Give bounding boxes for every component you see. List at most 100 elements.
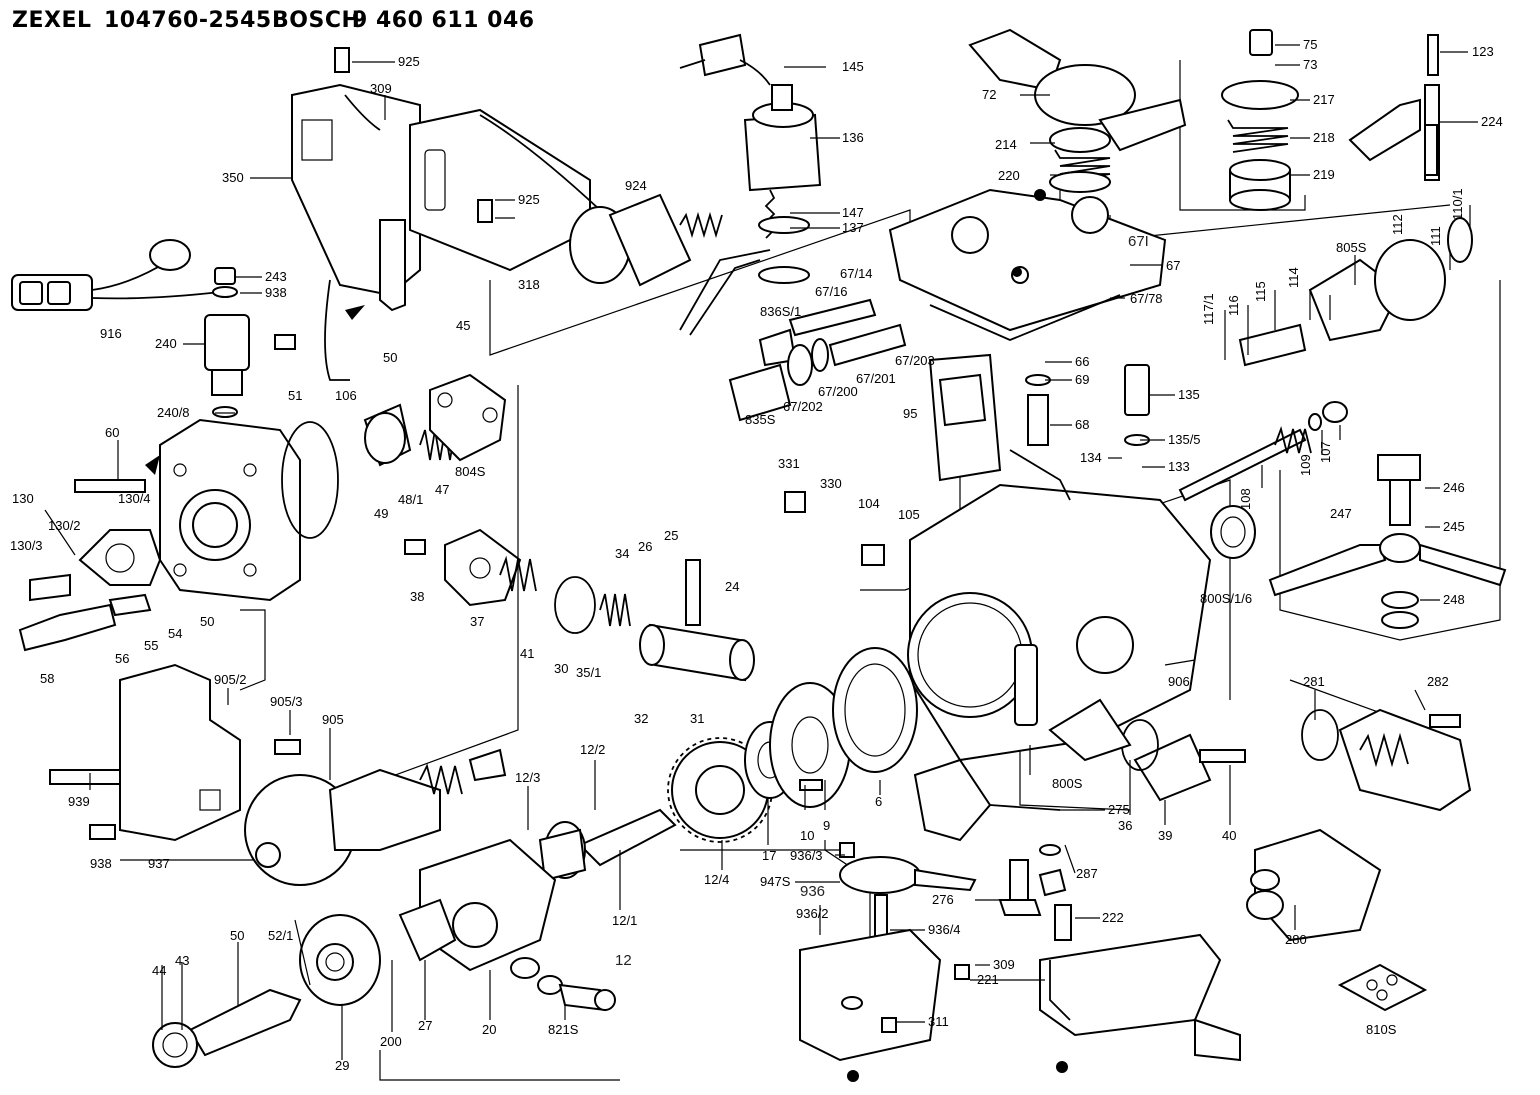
bracket-937 xyxy=(119,663,241,842)
plate-39 xyxy=(1121,719,1212,802)
callout-75: 75 xyxy=(1303,37,1317,52)
timer-piston-31 xyxy=(599,559,755,682)
callout-137: 137 xyxy=(842,220,864,235)
callout-41: 41 xyxy=(520,646,534,661)
callout-50-b: 50 xyxy=(200,614,214,629)
hydraulic-head xyxy=(159,418,339,602)
plate-9 xyxy=(769,682,851,808)
governor-905 xyxy=(244,748,507,886)
drive-shaft-12-1 xyxy=(538,808,677,882)
callout-800s: 800S xyxy=(1052,776,1083,791)
callout-38: 38 xyxy=(410,589,424,604)
valve-95 xyxy=(928,353,1002,482)
callout-72: 72 xyxy=(982,87,996,102)
callout-331: 331 xyxy=(778,456,800,471)
callout-350: 350 xyxy=(222,170,244,185)
header-zexel-number: 104760-2545 xyxy=(104,8,272,33)
levers-137 xyxy=(679,249,771,336)
callout-937: 937 xyxy=(148,856,170,871)
bracket-275 xyxy=(913,758,1061,842)
callout-936-3: 936/3 xyxy=(790,848,823,863)
callout-35-1: 35/1 xyxy=(576,665,601,680)
spring-804s xyxy=(419,373,507,462)
callout-936-2: 936/2 xyxy=(796,906,829,921)
callout-318: 318 xyxy=(518,277,540,292)
leader-lines xyxy=(44,44,1478,1060)
callout-49: 49 xyxy=(374,506,388,521)
callout-67-16: 67/16 xyxy=(815,284,848,299)
callout-218: 218 xyxy=(1313,130,1335,145)
misc-fasteners xyxy=(49,47,1461,1033)
callout-111: 111 xyxy=(1428,226,1443,246)
callout-54: 54 xyxy=(168,626,182,641)
callout-134: 134 xyxy=(1080,450,1102,465)
callout-287: 287 xyxy=(1076,866,1098,881)
callout-47: 47 xyxy=(435,482,449,497)
callout-106: 106 xyxy=(335,388,357,403)
callout-117-1: 117/1 xyxy=(1201,293,1216,325)
callout-240: 240 xyxy=(155,336,177,351)
callout-12-4: 12/4 xyxy=(704,872,729,887)
roller-ring-6 xyxy=(832,647,918,773)
callout-245: 245 xyxy=(1443,519,1465,534)
callout-50: 50 xyxy=(383,350,397,365)
callout-56: 56 xyxy=(115,651,129,666)
callout-107: 107 xyxy=(1318,441,1333,463)
callout-48-1: 48/1 xyxy=(398,492,423,507)
callout-133: 133 xyxy=(1168,459,1190,474)
callout-130-3: 130/3 xyxy=(10,538,43,553)
arrow-indicator xyxy=(345,305,365,320)
callout-947s: 947S xyxy=(760,874,791,889)
callout-123: 123 xyxy=(1472,44,1494,59)
callout-800s-1-6: 800S/1/6 xyxy=(1200,591,1252,606)
callout-280: 280 xyxy=(1285,932,1307,947)
callout-6: 6 xyxy=(875,794,882,809)
callout-66: 66 xyxy=(1075,354,1089,369)
header-bosch-number: 9 460 611 046 xyxy=(352,8,535,33)
callout-109: 109 xyxy=(1298,454,1313,476)
drive-shaft-50c xyxy=(152,988,302,1068)
callout-12-2: 12/2 xyxy=(580,742,605,757)
lever-936 xyxy=(799,856,977,1062)
callout-925: 925 xyxy=(398,54,420,69)
callout-936-4: 936/4 xyxy=(928,922,961,937)
marker-dot xyxy=(1012,267,1022,277)
plate-800s xyxy=(1048,698,1132,762)
shaft-108 xyxy=(1178,401,1348,502)
sensor-lead-top xyxy=(679,33,771,86)
callout-147: 147 xyxy=(842,205,864,220)
callout-112: 112 xyxy=(1390,214,1405,235)
callout-214: 214 xyxy=(995,137,1017,152)
callout-12-1: 12/1 xyxy=(612,913,637,928)
callout-200: 200 xyxy=(380,1034,402,1049)
callout-282: 282 xyxy=(1427,674,1449,689)
callout-311: 311 xyxy=(928,1014,949,1029)
callout-224: 224 xyxy=(1481,114,1503,129)
callout-34: 34 xyxy=(615,546,629,561)
governor-cover-67 xyxy=(888,188,1167,341)
callout-44: 44 xyxy=(152,963,166,978)
callout-330: 330 xyxy=(820,476,842,491)
bracket-221 xyxy=(1039,933,1241,1062)
callout-905-3: 905/3 xyxy=(270,694,303,709)
parts-drawing xyxy=(11,28,1507,1082)
callout-130-4: 130/4 xyxy=(118,491,151,506)
callout-67-78: 67/78 xyxy=(1130,291,1163,306)
callout-135: 135 xyxy=(1178,387,1200,402)
cam-drive-805s xyxy=(1238,217,1473,367)
callout-110-1: 110/1 xyxy=(1450,188,1465,220)
cylinder-50 xyxy=(363,403,412,467)
callout-821s: 821S xyxy=(548,1022,579,1037)
feed-pump-20 xyxy=(398,838,557,972)
callout-248: 248 xyxy=(1443,592,1465,607)
callout-247: 247 xyxy=(1330,506,1352,521)
callout-12-3: 12/3 xyxy=(515,770,540,785)
callout-221: 221 xyxy=(977,972,999,987)
callout-67-handwritten: 67I xyxy=(1128,233,1149,250)
callout-50-c: 50 xyxy=(230,928,244,943)
callout-95: 95 xyxy=(903,406,917,421)
callout-804s: 804S xyxy=(455,464,486,479)
delivery-valve-58 xyxy=(18,593,152,652)
callout-52-1: 52/1 xyxy=(268,928,293,943)
kit-810s xyxy=(1337,963,1428,1012)
